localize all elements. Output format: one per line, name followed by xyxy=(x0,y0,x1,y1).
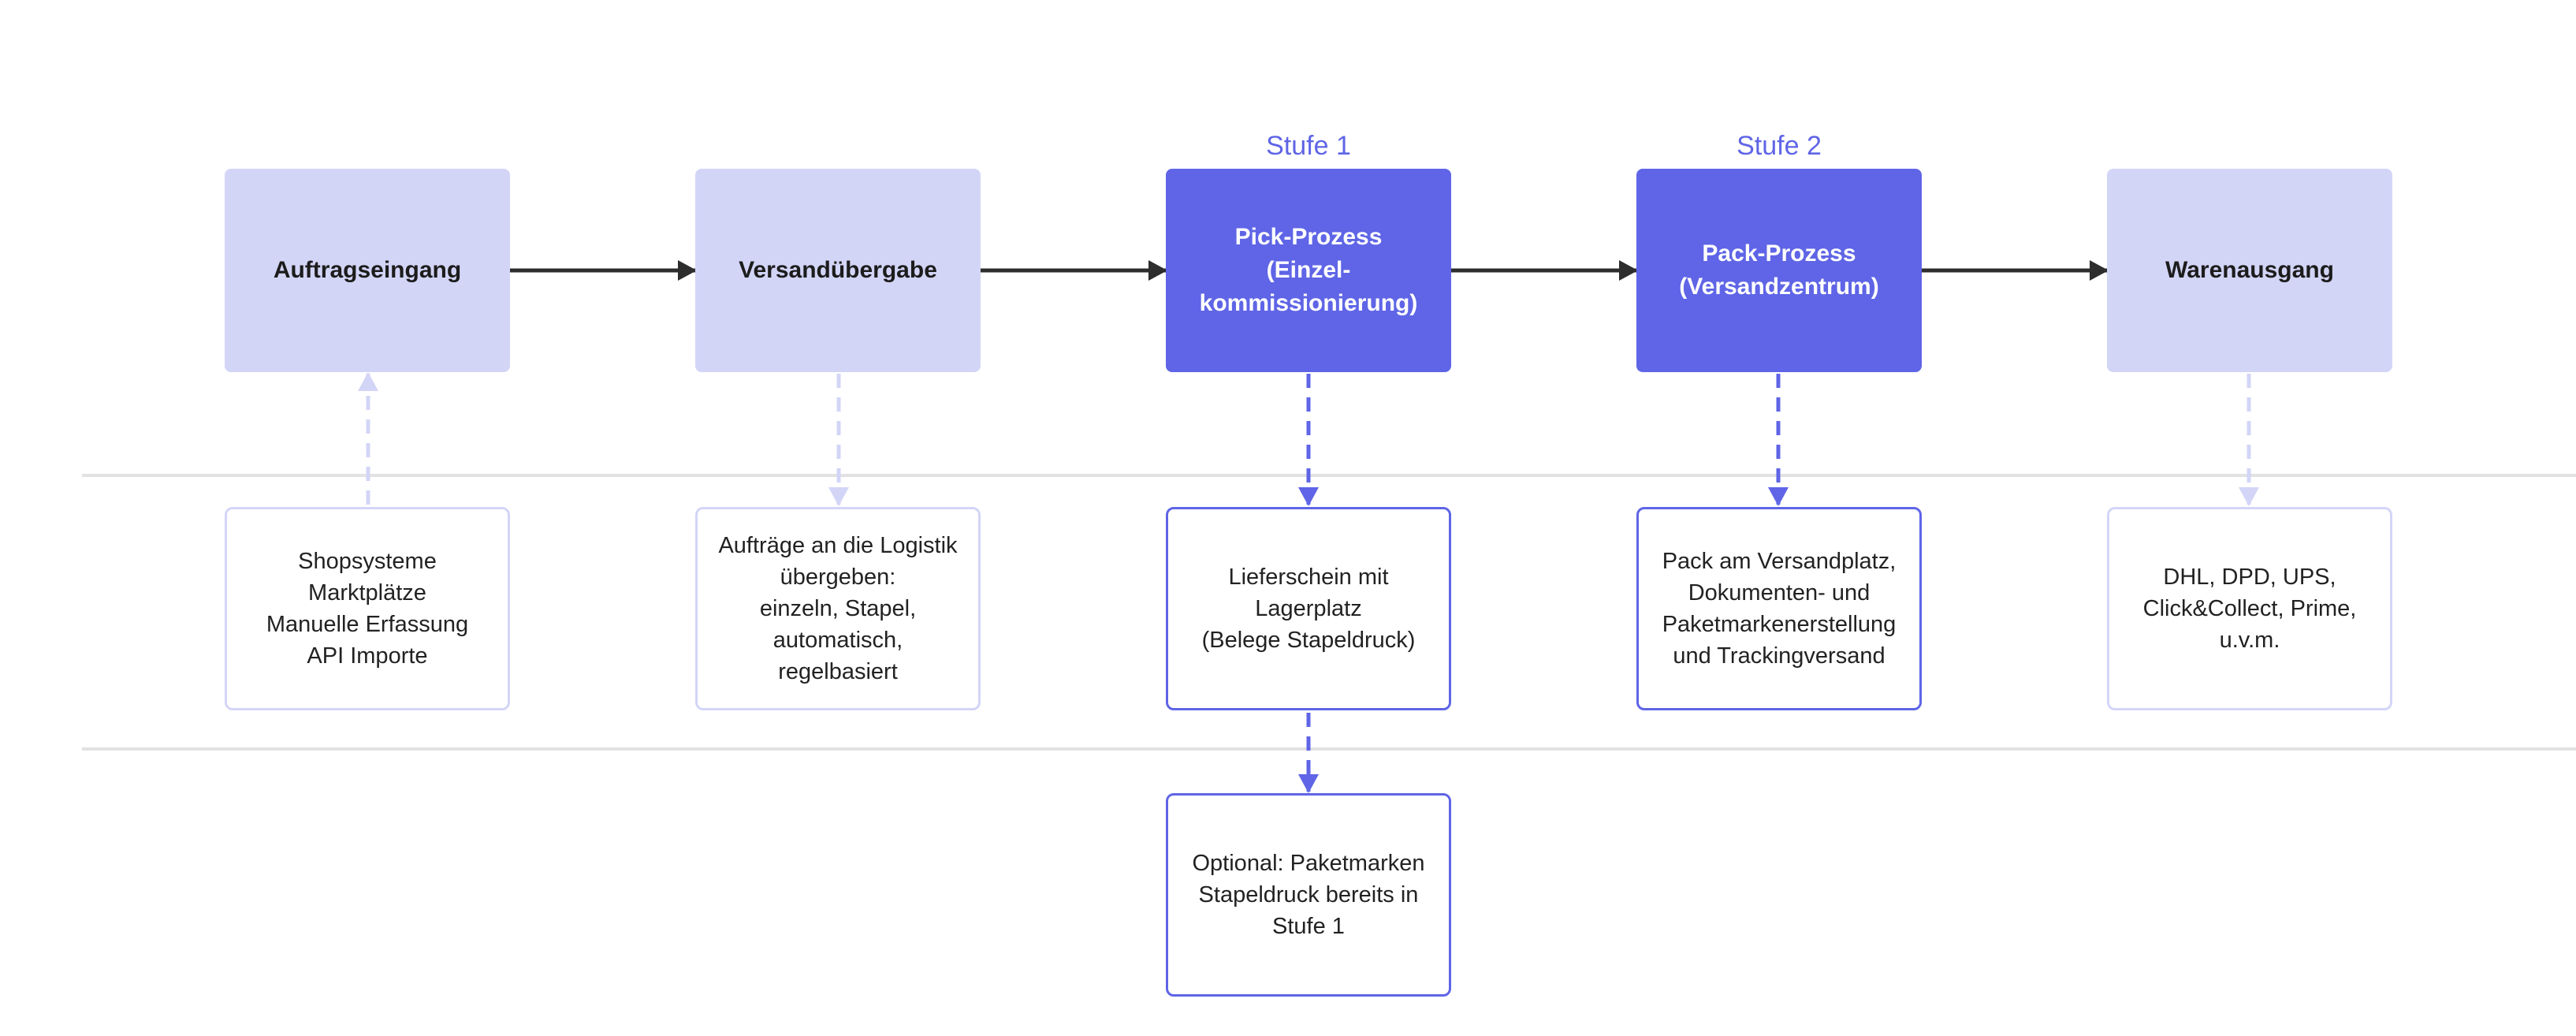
optional-box: Optional: Paketmarken Stapeldruck bereit… xyxy=(1166,793,1451,997)
process-step-warenausgang: Warenausgang xyxy=(2107,169,2392,372)
process-step-versanduebergabe: Versandübergabe xyxy=(695,169,981,372)
detail-box-versanduebergabe: Aufträge an die Logistik übergeben: einz… xyxy=(695,507,981,710)
process-step-auftragseingang: Auftragseingang xyxy=(225,169,510,372)
process-step-pack-prozess: Pack-Prozess (Versandzentrum) xyxy=(1636,169,1922,372)
process-step-pick-prozess: Pick-Prozess (Einzel- kommissionierung) xyxy=(1166,169,1451,372)
stage-1-label: Stufe 1 xyxy=(1266,131,1351,161)
detail-box-auftragseingang: Shopsysteme Marktplätze Manuelle Erfassu… xyxy=(225,507,510,710)
detail-box-pack-prozess: Pack am Versandplatz, Dokumenten- und Pa… xyxy=(1636,507,1922,710)
stage-2-label: Stufe 2 xyxy=(1737,131,1822,161)
detail-box-pick-prozess: Lieferschein mit Lagerplatz (Belege Stap… xyxy=(1166,507,1451,710)
detail-box-warenausgang: DHL, DPD, UPS, Click&Collect, Prime, u.v… xyxy=(2107,507,2392,710)
